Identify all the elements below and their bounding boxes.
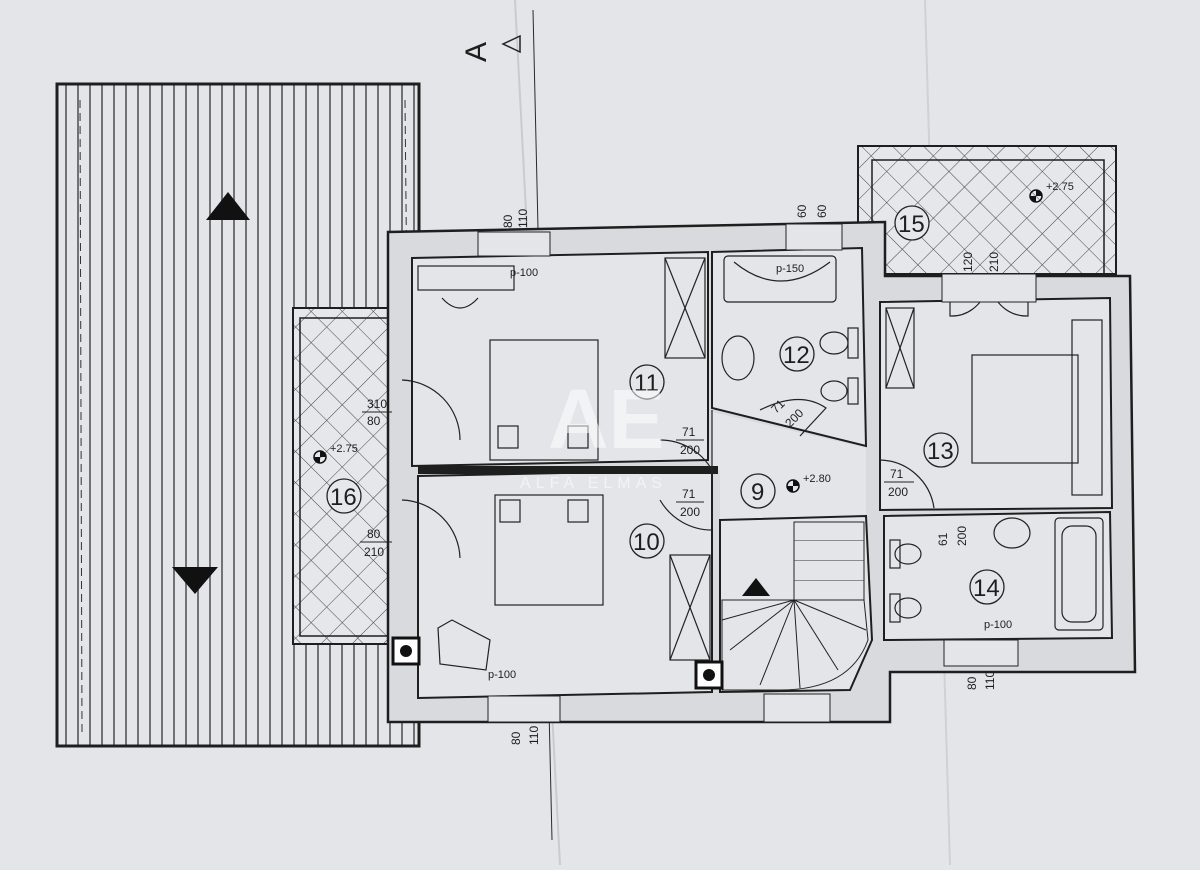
door-dim-14-w: 61 — [936, 532, 950, 546]
section-triangle-icon — [501, 34, 521, 54]
sill-note-room-11: p-100 — [510, 267, 538, 279]
door-dim-10: 71 200 — [676, 487, 704, 519]
door-dim-10-w: 71 — [682, 487, 696, 501]
watermark-text: ALFA ELMAS — [520, 475, 667, 492]
room-label-16: 16 — [326, 478, 362, 514]
level-marker-terrace: +2.75 — [313, 443, 358, 464]
door-dim-11-w: 71 — [682, 425, 696, 439]
furniture-room-12 — [721, 255, 859, 405]
room-label-14: 14 — [969, 569, 1005, 605]
door-dim-16b-h: 210 — [364, 545, 384, 559]
furniture-room-14 — [889, 517, 1104, 631]
sill-note-room-10: p-100 — [488, 669, 516, 681]
door-dim-11: 71 200 — [676, 425, 704, 457]
window-dim-10-w: 80 — [509, 731, 523, 745]
sill-note-room-14: p-100 — [984, 619, 1012, 631]
window-dim-13-h: 210 — [987, 252, 1001, 272]
level-balcony-text: +2.75 — [1046, 181, 1074, 193]
door-dim-11-h: 200 — [680, 443, 700, 457]
door-dim-16b: 80 210 — [360, 527, 392, 559]
roof-slope-arrow-icon — [172, 567, 218, 594]
room-number: 9 — [751, 479, 764, 506]
door-dim-13-h: 200 — [888, 485, 908, 499]
window-dim-11-h: 110 — [516, 209, 530, 228]
room-number: 15 — [898, 211, 925, 238]
watermark: AE ALFA ELMAS — [520, 372, 667, 492]
watermark-logo: AE — [548, 372, 665, 466]
door-dim-16a-h: 80 — [367, 414, 381, 428]
door-dim-16a: 310 80 — [362, 397, 392, 428]
door-dim-13: 71 200 — [884, 467, 914, 499]
window-dim-12-w: 60 — [795, 204, 809, 218]
room-label-10: 10 — [629, 523, 665, 559]
window-dim-10-h: 110 — [527, 726, 541, 745]
room-number: 14 — [973, 575, 1000, 602]
door-dim-16b-w: 80 — [367, 527, 381, 541]
furniture-room-10 — [437, 494, 711, 671]
room-number: 13 — [927, 438, 954, 465]
chimney-icon — [694, 660, 724, 690]
window-openings — [477, 223, 1037, 723]
room-number: 16 — [330, 484, 357, 511]
room-label-9: 9 — [740, 473, 776, 509]
roof-slope-arrow-icon — [206, 192, 250, 220]
room-label-13: 13 — [923, 432, 959, 468]
window-dim-14-w: 80 — [965, 676, 979, 690]
door-dim-14: 61 200 — [936, 526, 969, 546]
room-label-15: 15 — [894, 205, 930, 241]
partition-wall — [418, 466, 718, 474]
room-label-12: 12 — [779, 336, 815, 372]
room-label-11: 11 — [629, 364, 665, 400]
sill-note-room-12: p-150 — [776, 263, 804, 275]
door-dim-16a-w: 310 — [367, 397, 387, 411]
section-marker: A — [460, 34, 521, 62]
door-dim-14-h: 200 — [955, 526, 969, 546]
room-number: 11 — [634, 370, 659, 397]
window-dim-12-h: 60 — [815, 204, 829, 218]
chimney-icon — [391, 636, 421, 666]
door-dim-13-w: 71 — [890, 467, 904, 481]
window-dim-14-h: 110 — [983, 671, 997, 690]
level-marker-balcony: +2.75 — [1029, 181, 1074, 203]
door-dim-10-h: 200 — [680, 505, 700, 519]
staircase — [721, 521, 869, 691]
level-hall-text: +2.80 — [803, 473, 831, 485]
level-terrace-text: +2.75 — [330, 443, 358, 455]
stair-arrow-icon — [742, 578, 770, 596]
room-number: 10 — [633, 529, 660, 556]
window-dim-11-w: 80 — [501, 214, 515, 228]
level-marker-hall: +2.80 — [786, 473, 831, 493]
balcony — [857, 145, 1117, 275]
furniture-room-11 — [417, 257, 706, 461]
furniture-room-13 — [885, 307, 1103, 496]
section-marker-letter: A — [460, 42, 493, 62]
window-dim-13-w: 120 — [961, 252, 975, 272]
terrace — [292, 307, 397, 645]
room-number: 12 — [783, 342, 810, 369]
